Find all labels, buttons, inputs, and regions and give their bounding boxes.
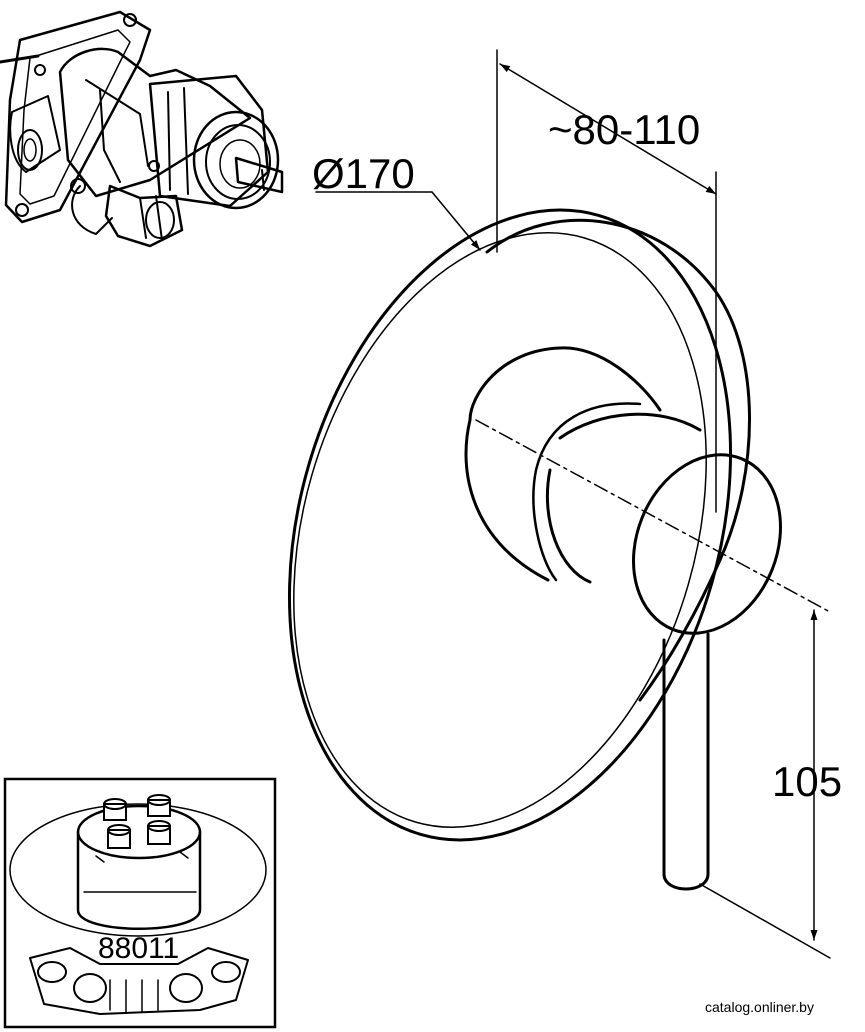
lever-height-dimension: 105 [699,609,842,959]
watermark-text: catalog.onliner.by [705,999,814,1015]
center-axis-line [475,419,831,613]
inset-box: 88011 [3,777,277,1029]
projection-label: ~80-110 [548,106,700,153]
installation-disc [9,803,267,937]
mixer-lever [662,632,710,891]
diameter-label: Ø170 [312,150,415,197]
diameter-dimension: Ø170 [312,150,481,251]
lever-height-label: 105 [772,758,842,805]
mixer-handle-body [464,346,782,635]
concealed-valve-body-illustration [0,10,284,248]
projection-dimension: ~80-110 [496,49,717,513]
escutcheon-plate [287,208,751,842]
inset-frame [3,777,277,1029]
part-number-label: 88011 [98,932,179,965]
inset-bolts [103,794,171,849]
